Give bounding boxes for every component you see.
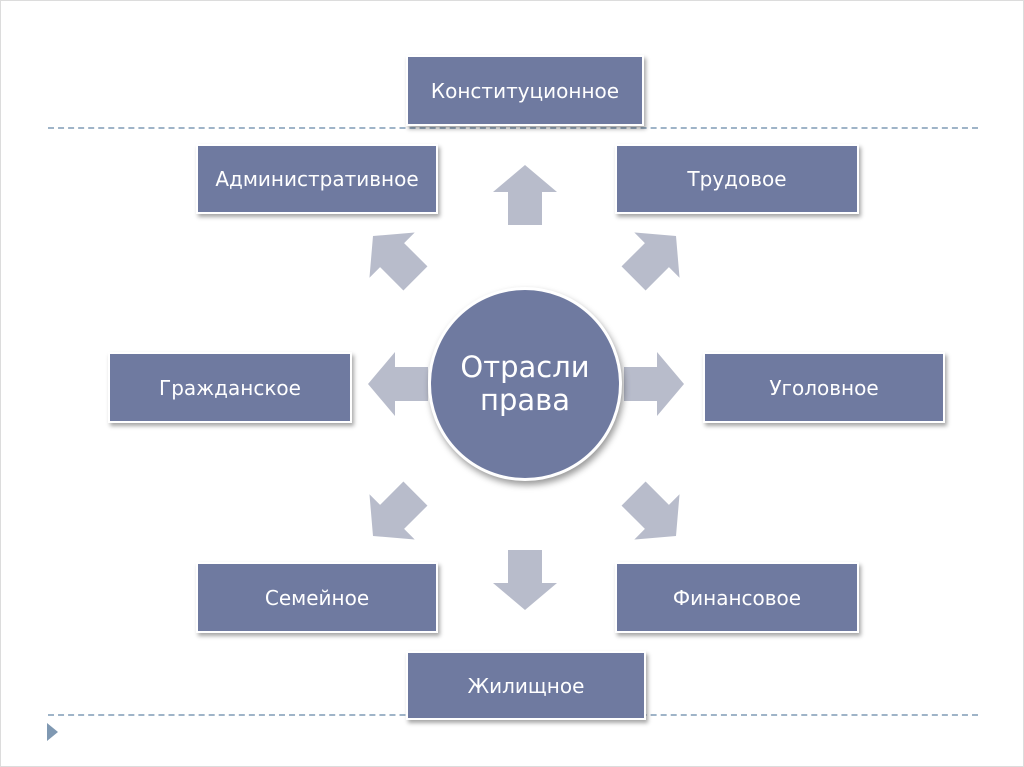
arrow-upright-labor (610, 213, 699, 302)
branch-labor: Трудовое (615, 144, 859, 214)
branch-housing: Жилищное (406, 651, 646, 720)
arrow-downright-financial (610, 470, 699, 559)
branch-civil: Гражданское (108, 352, 352, 423)
branch-family: Семейное (196, 562, 438, 633)
center-node: Отрасли права (428, 287, 622, 481)
arrow-right-criminal (624, 352, 684, 416)
arrow-upleft-administrative (350, 213, 439, 302)
arrow-left-civil (368, 352, 428, 416)
center-title-line1: Отрасли (460, 349, 590, 384)
center-title-line2: права (479, 383, 570, 417)
arrow-downleft-family (350, 470, 439, 559)
top-dashed-divider (48, 127, 978, 129)
arrow-down-housing (493, 550, 557, 610)
branch-financial: Финансовое (615, 562, 859, 633)
branch-constitutional: Конституционное (406, 55, 644, 126)
play-icon[interactable] (47, 723, 58, 741)
arrow-up-constitutional (493, 165, 557, 225)
branch-administrative: Административное (196, 144, 438, 214)
branch-criminal: Уголовное (703, 352, 945, 423)
